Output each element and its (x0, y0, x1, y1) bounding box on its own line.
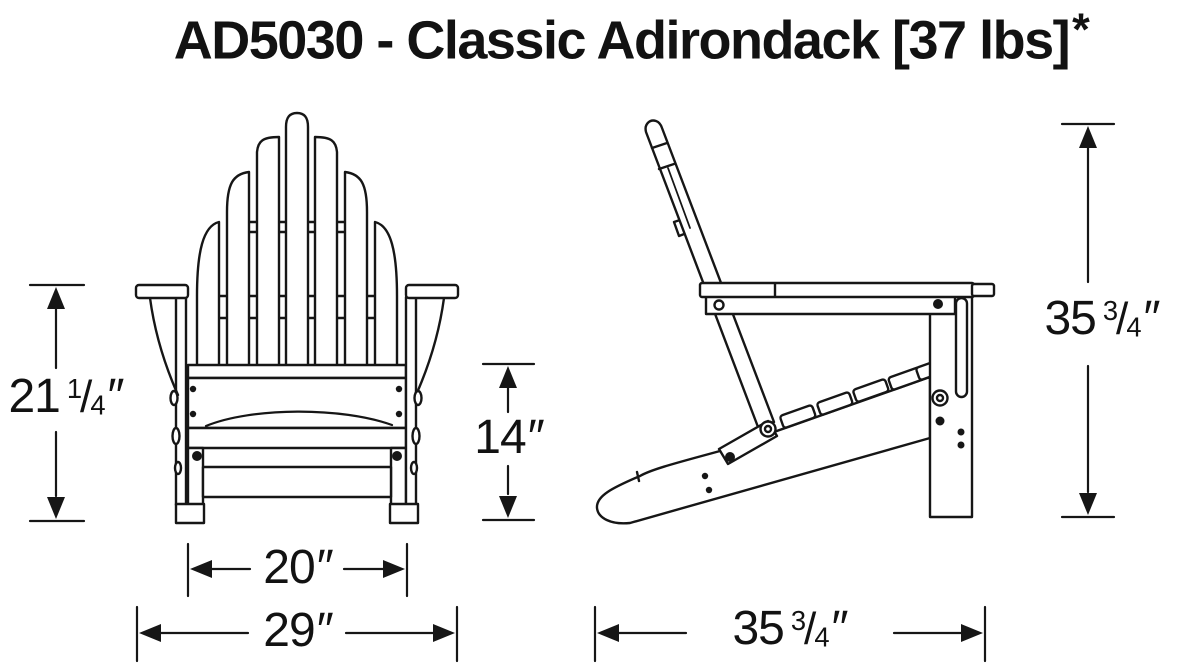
dim-seat-height-label: 14″ (474, 411, 544, 464)
page-title-text: AD5030 - Classic Adirondack [37 lbs] (173, 10, 1071, 71)
dimension-arrows (28, 122, 1116, 663)
side-view-drawing (595, 119, 996, 525)
front-view-drawing (134, 111, 460, 525)
page-title: AD5030 - Classic Adirondack [37 lbs]* (60, 4, 1202, 72)
dim-seat-width-label: 20″ (263, 541, 333, 594)
dim-overall-width-label: 29″ (263, 604, 333, 657)
title-asterisk: * (1072, 4, 1090, 55)
